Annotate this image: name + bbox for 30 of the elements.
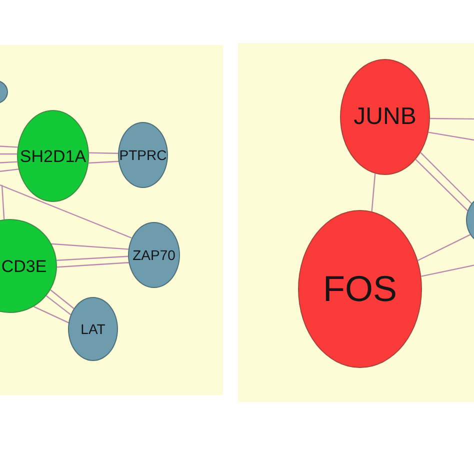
interaction-line [421,263,474,277]
interaction-line [0,182,132,239]
gene-label: CD3E [1,258,47,274]
interaction-line [56,262,129,268]
interaction-line [88,160,119,164]
interaction-line [33,306,69,324]
interaction-line [428,132,474,142]
interaction-line [51,243,128,250]
interaction-line [430,118,474,120]
interaction-line [46,295,72,316]
gene-label: ZAP70 [132,248,176,262]
interaction-line [420,152,472,204]
interaction-line [88,152,118,154]
gene-label: JUNB [354,105,416,129]
network-panel [238,43,474,402]
interaction-line [56,256,128,261]
interaction-line [415,158,468,212]
interaction-line [1,184,5,220]
interaction-line [50,289,74,309]
gene-label: FOS [322,271,397,307]
interaction-line [0,168,19,173]
gene-label: LAT [80,322,106,336]
gene-label: SH2D1A [20,148,86,164]
network-panel [0,45,223,395]
gene-label: PTPRC [119,148,167,162]
interaction-line [0,161,18,164]
interaction-line [418,234,470,262]
interaction-line [371,174,376,212]
interaction-line [0,153,17,155]
interaction-line [0,145,18,148]
